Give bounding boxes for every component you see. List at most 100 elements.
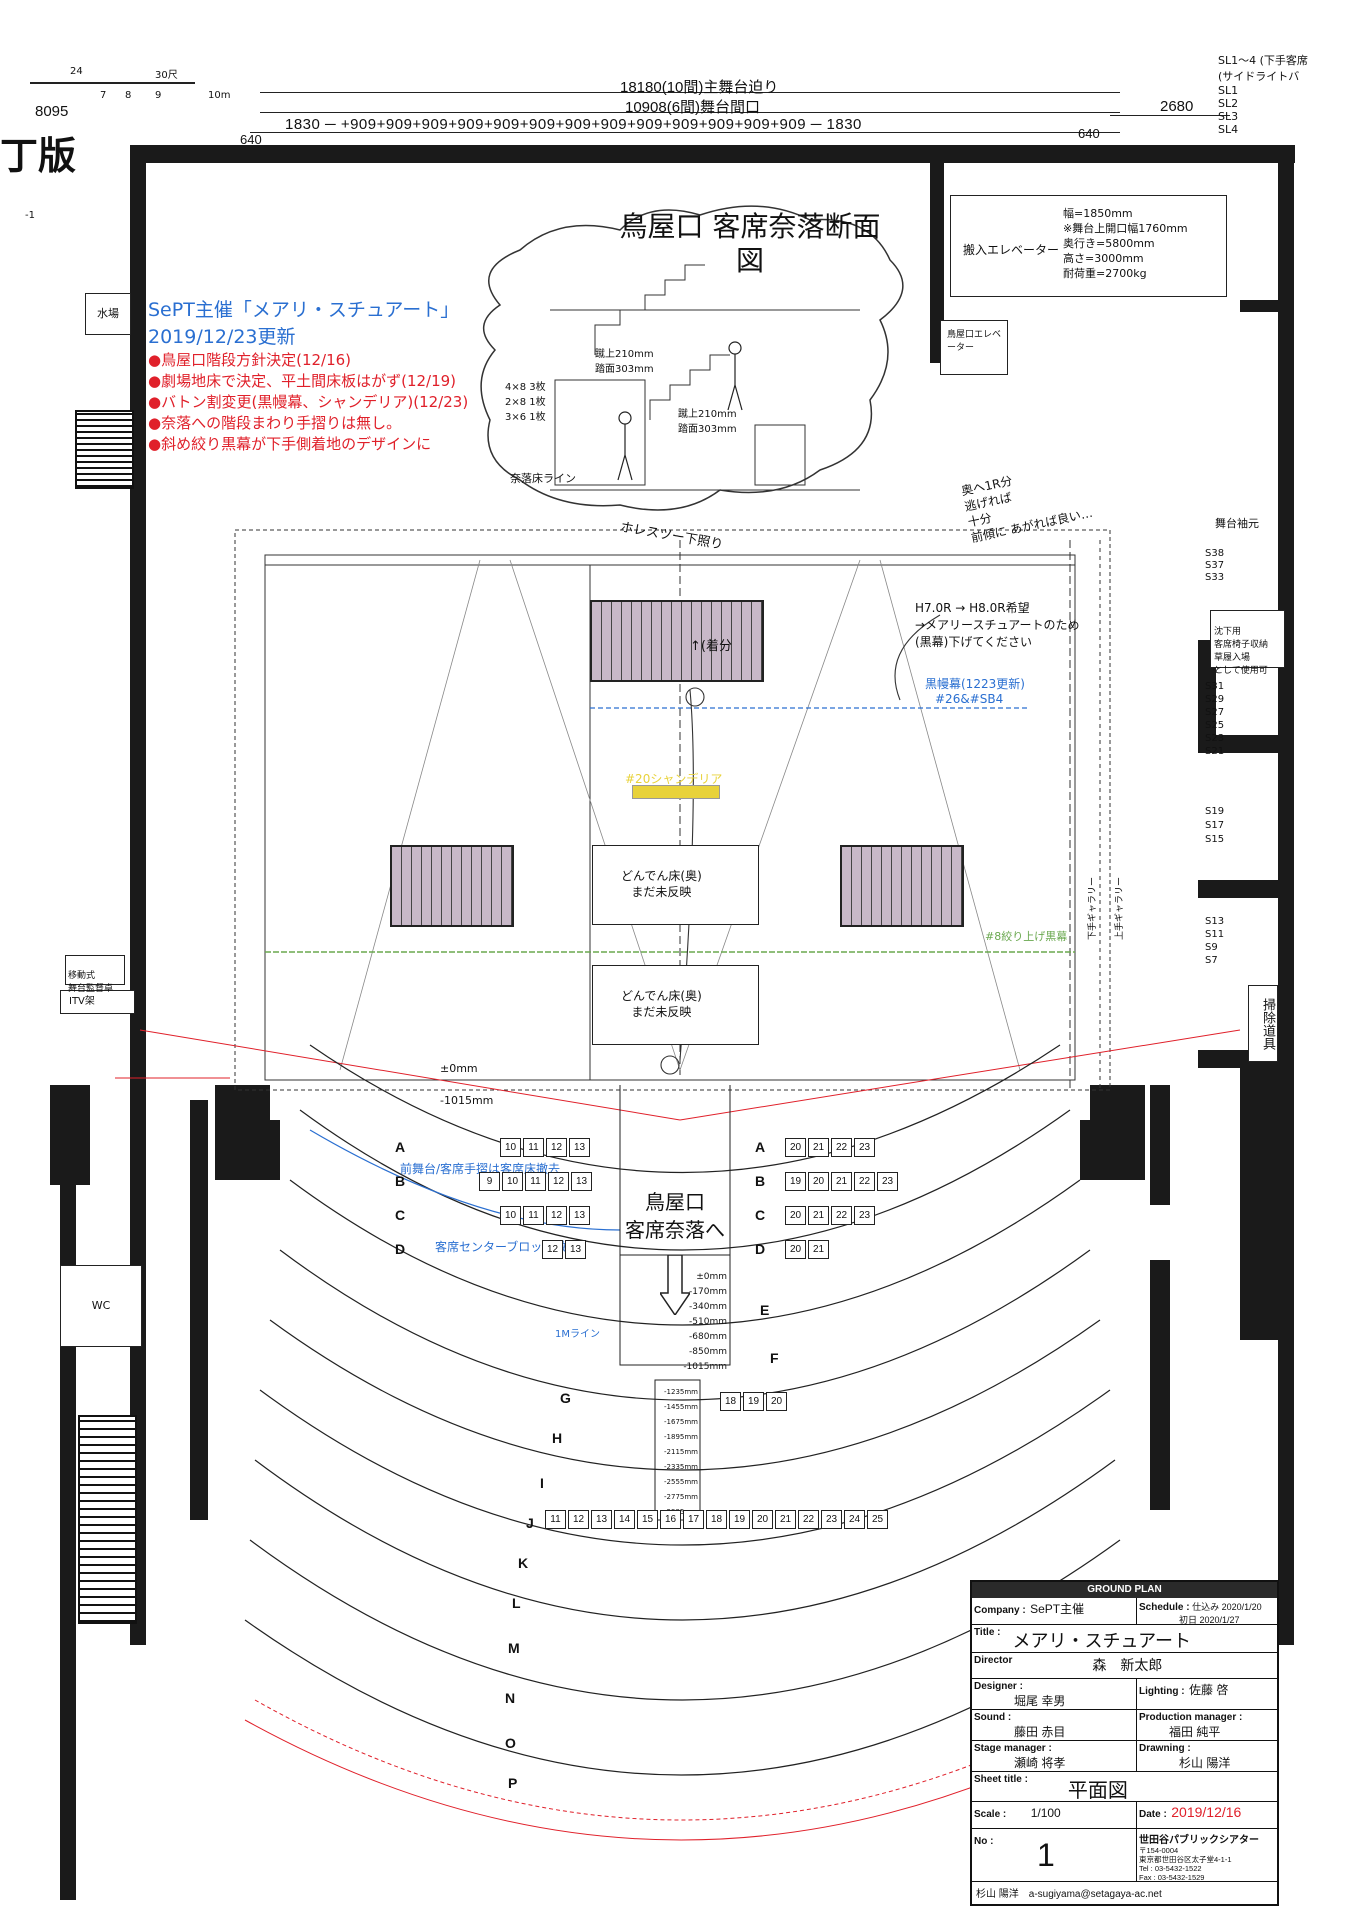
s-baton: S29 [1205, 694, 1225, 705]
small-elevator: 鳥屋口エレベーター [940, 320, 1008, 375]
seat[interactable]: 20 [808, 1171, 829, 1191]
right-dimension: 2680 [1160, 98, 1194, 115]
update-item: ●バトン割変更(黒幔幕、シャンデリア)(12/23) [148, 393, 469, 411]
seat[interactable]: 19 [785, 1171, 806, 1191]
schedule-label: Schedule : [1139, 1602, 1190, 1613]
seat[interactable]: 13 [565, 1239, 586, 1259]
seat[interactable]: 25 [867, 1510, 888, 1529]
sheet-value: 平面図 [1067, 1780, 1128, 1802]
handwritten-note: ↑(着分 [690, 639, 732, 654]
seat[interactable]: 22 [831, 1137, 852, 1157]
seat[interactable]: 11 [523, 1205, 544, 1225]
sink-storage: 沈下用 客席椅子収納 草履入場 として使用可 [1210, 610, 1285, 676]
seat[interactable]: 20 [785, 1205, 806, 1225]
seat[interactable]: 18 [720, 1392, 741, 1411]
aisle-level: -1675mm [664, 1418, 698, 1426]
title-block-header: GROUND PLAN [972, 1582, 1277, 1598]
seat[interactable]: 21 [775, 1510, 796, 1529]
row-label: B [755, 1173, 766, 1189]
row-label: D [755, 1241, 766, 1257]
seat[interactable]: 11 [525, 1171, 546, 1191]
seat[interactable]: 20 [785, 1239, 806, 1259]
seat[interactable]: 12 [568, 1510, 589, 1529]
seat[interactable]: 11 [523, 1137, 544, 1157]
seat[interactable]: 10 [500, 1205, 521, 1225]
update-title: SePT主催「メアリ・スチュアート」 [148, 299, 460, 321]
row-label: L [512, 1595, 521, 1611]
elevator-spec: 奥行き=5800mm [1063, 237, 1155, 250]
seat[interactable]: 10 [500, 1137, 521, 1157]
seat[interactable]: 9 [479, 1171, 500, 1191]
company-value: SePT主催 [1030, 1602, 1085, 1616]
seat[interactable]: 20 [752, 1510, 773, 1529]
seat[interactable]: 23 [854, 1205, 875, 1225]
s-baton: S33 [1205, 572, 1225, 583]
seat[interactable]: 21 [808, 1239, 829, 1259]
seat[interactable]: 20 [766, 1392, 787, 1411]
aisle-level: -1455mm [664, 1403, 698, 1411]
seat[interactable]: 24 [844, 1510, 865, 1529]
seat[interactable]: 21 [808, 1205, 829, 1225]
black-curtain-sub: #26&#SB4 [935, 692, 1004, 706]
sl-header: SL1〜4 (下手客席 [1218, 54, 1308, 67]
s-baton: S19 [1205, 806, 1225, 817]
row-label: A [395, 1139, 406, 1155]
seat[interactable]: 19 [743, 1392, 764, 1411]
sl-item: SL2 [1218, 97, 1239, 110]
seat[interactable]: 22 [798, 1510, 819, 1529]
seat[interactable]: 13 [591, 1510, 612, 1529]
director-value: 森 新太郎 [1092, 1657, 1163, 1673]
chandelier-label: #20シャンデリア [625, 772, 723, 786]
row-label: N [505, 1690, 516, 1706]
seat[interactable]: 22 [854, 1171, 875, 1191]
sound-value: 藤田 赤目 [1014, 1725, 1066, 1739]
cleaning-closet: 掃除道具 [1248, 985, 1278, 1062]
seat[interactable]: 12 [546, 1205, 567, 1225]
side-dimension-right: 640 [1078, 126, 1100, 141]
mobile-monitor-desk: 移動式 舞台監督卓 [65, 955, 125, 994]
seat[interactable]: 21 [808, 1137, 829, 1157]
seat[interactable]: 19 [729, 1510, 750, 1529]
edition-label: 丁版 [0, 133, 77, 178]
row-label: K [518, 1555, 529, 1571]
seat[interactable]: 23 [854, 1137, 875, 1157]
seat[interactable]: 23 [821, 1510, 842, 1529]
seat[interactable]: 20 [785, 1137, 806, 1157]
seat[interactable]: 23 [877, 1171, 898, 1191]
seat[interactable]: 16 [660, 1510, 681, 1529]
seat[interactable]: 15 [637, 1510, 658, 1529]
update-note: SePT主催「メアリ・スチュアート」 2019/12/23更新 ●鳥屋口階段方針… [148, 295, 528, 454]
seat[interactable]: 14 [614, 1510, 635, 1529]
itv-rack: ITV架 [60, 990, 135, 1014]
black-drop-label: #8絞り上げ黒幕 [985, 930, 1068, 943]
seat[interactable]: 21 [831, 1171, 852, 1191]
aisle-level: -2335mm [664, 1463, 698, 1471]
step-level: -680mm [689, 1332, 727, 1342]
itv-label: ITV架 [69, 996, 95, 1007]
platform-lower: どんでん床(奥) まだ未反映 [592, 965, 759, 1045]
stage-right-stair-block [840, 845, 964, 927]
seat[interactable]: 13 [571, 1171, 592, 1191]
seat[interactable]: 13 [569, 1137, 590, 1157]
seat[interactable]: 22 [831, 1205, 852, 1225]
update-item: ●斜め絞り黒幕が下手側着地のデザインに [148, 435, 432, 453]
scale-label: 9 [155, 90, 162, 101]
sound-label: Sound : [974, 1712, 1012, 1723]
seat[interactable]: 12 [548, 1171, 569, 1191]
water-room-label: 水場 [97, 307, 119, 320]
director-label: Director [974, 1655, 1013, 1666]
seat[interactable]: 13 [569, 1205, 590, 1225]
seat[interactable]: 12 [546, 1137, 567, 1157]
no-label: No : [974, 1836, 994, 1847]
seat[interactable]: 10 [502, 1171, 523, 1191]
seat[interactable]: 12 [542, 1239, 563, 1259]
proscenium-dimension: 10908(6間)舞台間口 [625, 99, 761, 116]
s-baton: S23 [1205, 733, 1225, 744]
seat[interactable]: 11 [545, 1510, 566, 1529]
wc-room: WC [60, 1265, 142, 1347]
seat[interactable]: 17 [683, 1510, 704, 1529]
seat[interactable]: 18 [706, 1510, 727, 1529]
minus-level: -1015mm [440, 1094, 494, 1107]
handwritten-note-right: H7.0R → H8.0R希望 →メアリースチュアートのため (黒幕)下げてくだ… [915, 601, 1080, 649]
